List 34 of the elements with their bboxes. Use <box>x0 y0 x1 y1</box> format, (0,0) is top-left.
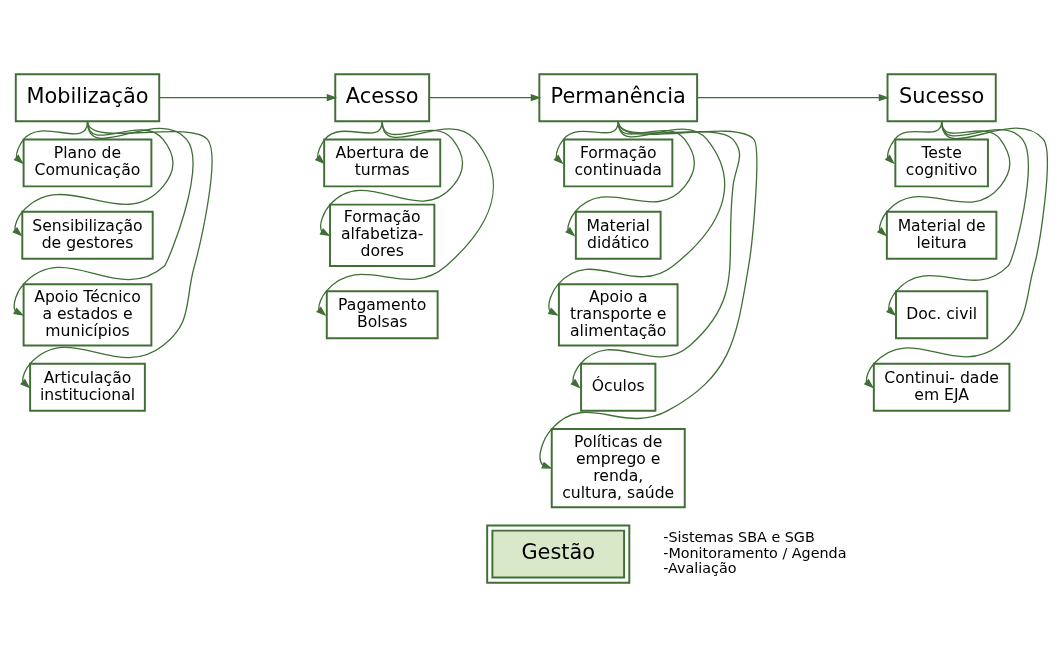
node-box: Mobilização <box>14 73 161 123</box>
node-box: Articulação institucional <box>29 362 146 412</box>
node-box: Sensibilização de gestores <box>21 210 154 260</box>
node-box: Continui- dade em EJA <box>872 362 1011 412</box>
node-box: Apoio a transporte e alimentação <box>557 283 679 347</box>
node-box: Plano de Comunicação <box>22 138 153 188</box>
node-label: -Monitoramento / Agenda <box>663 544 847 561</box>
arrow <box>863 120 1048 389</box>
arrow <box>314 120 383 165</box>
node-box: Apoio Técnico a estados e municípios <box>22 283 153 347</box>
arrow <box>428 94 542 102</box>
node-box: Formação continuada <box>563 138 674 188</box>
node-box: Material didático <box>574 210 662 260</box>
node-box: Acesso <box>334 73 431 123</box>
arrow <box>319 120 464 237</box>
node-label: -Avaliação <box>663 560 737 577</box>
node-label: -Sistemas SBA e SGB <box>663 529 815 546</box>
node-box: Permanência <box>538 73 699 123</box>
arrow <box>158 94 338 102</box>
node-box: Doc. civil <box>895 290 989 340</box>
arrow <box>696 94 890 102</box>
node-box: Material de leitura <box>885 210 998 260</box>
node-box: Gestão <box>486 524 631 584</box>
node-box: Abertura de turmas <box>323 138 442 188</box>
node-box: Políticas de emprego e renda, cultura, saúde <box>550 427 686 509</box>
arrow <box>539 120 758 469</box>
node-box: Óculos <box>580 362 657 412</box>
node-box: Pagamento Bolsas <box>325 290 439 340</box>
node-box: Sucesso <box>886 73 997 123</box>
arrow <box>547 120 726 316</box>
arrow <box>553 120 619 165</box>
node-box: Teste cognitivo <box>894 138 989 188</box>
arrow <box>316 120 494 317</box>
node-box: Formação alfabetiza- dores <box>329 203 436 267</box>
